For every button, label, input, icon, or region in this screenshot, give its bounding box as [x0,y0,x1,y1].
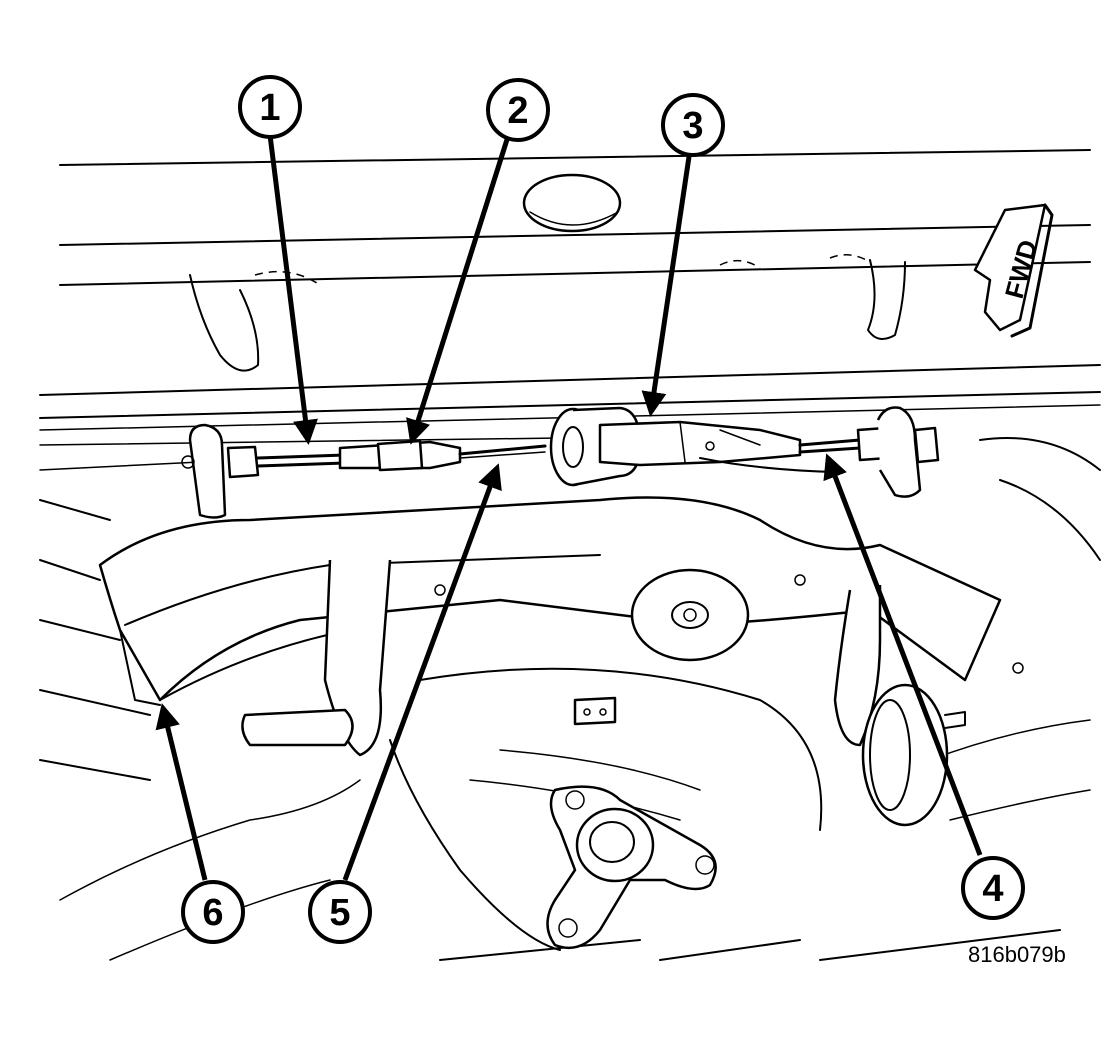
callout-6-number: 6 [202,892,223,934]
callout-3: 3 [661,93,725,157]
leader-3 [641,149,693,417]
figure-id-label: 816b079b [968,942,1066,967]
callout-2-number: 2 [507,90,528,132]
callout-4-number: 4 [982,868,1003,910]
leader-4 [823,453,983,856]
leader-lines [155,129,983,881]
leader-2 [406,129,513,445]
callout-5: 5 [308,880,372,944]
fwd-arrow-icon: FWD [973,203,1054,338]
callout-1: 1 [238,75,302,139]
callout-1-number: 1 [259,87,280,129]
leader-5 [342,463,502,881]
leader-1 [267,134,318,445]
rear-axle-crossmember [98,496,1024,951]
callout-5-number: 5 [329,892,350,934]
leader-6 [155,703,208,881]
parking-brake-cable [181,406,940,519]
hub-flange [546,785,717,950]
callout-6: 6 [181,880,245,944]
callout-4: 4 [961,856,1025,920]
callout-2: 2 [486,78,550,142]
callout-3-number: 3 [682,105,703,147]
